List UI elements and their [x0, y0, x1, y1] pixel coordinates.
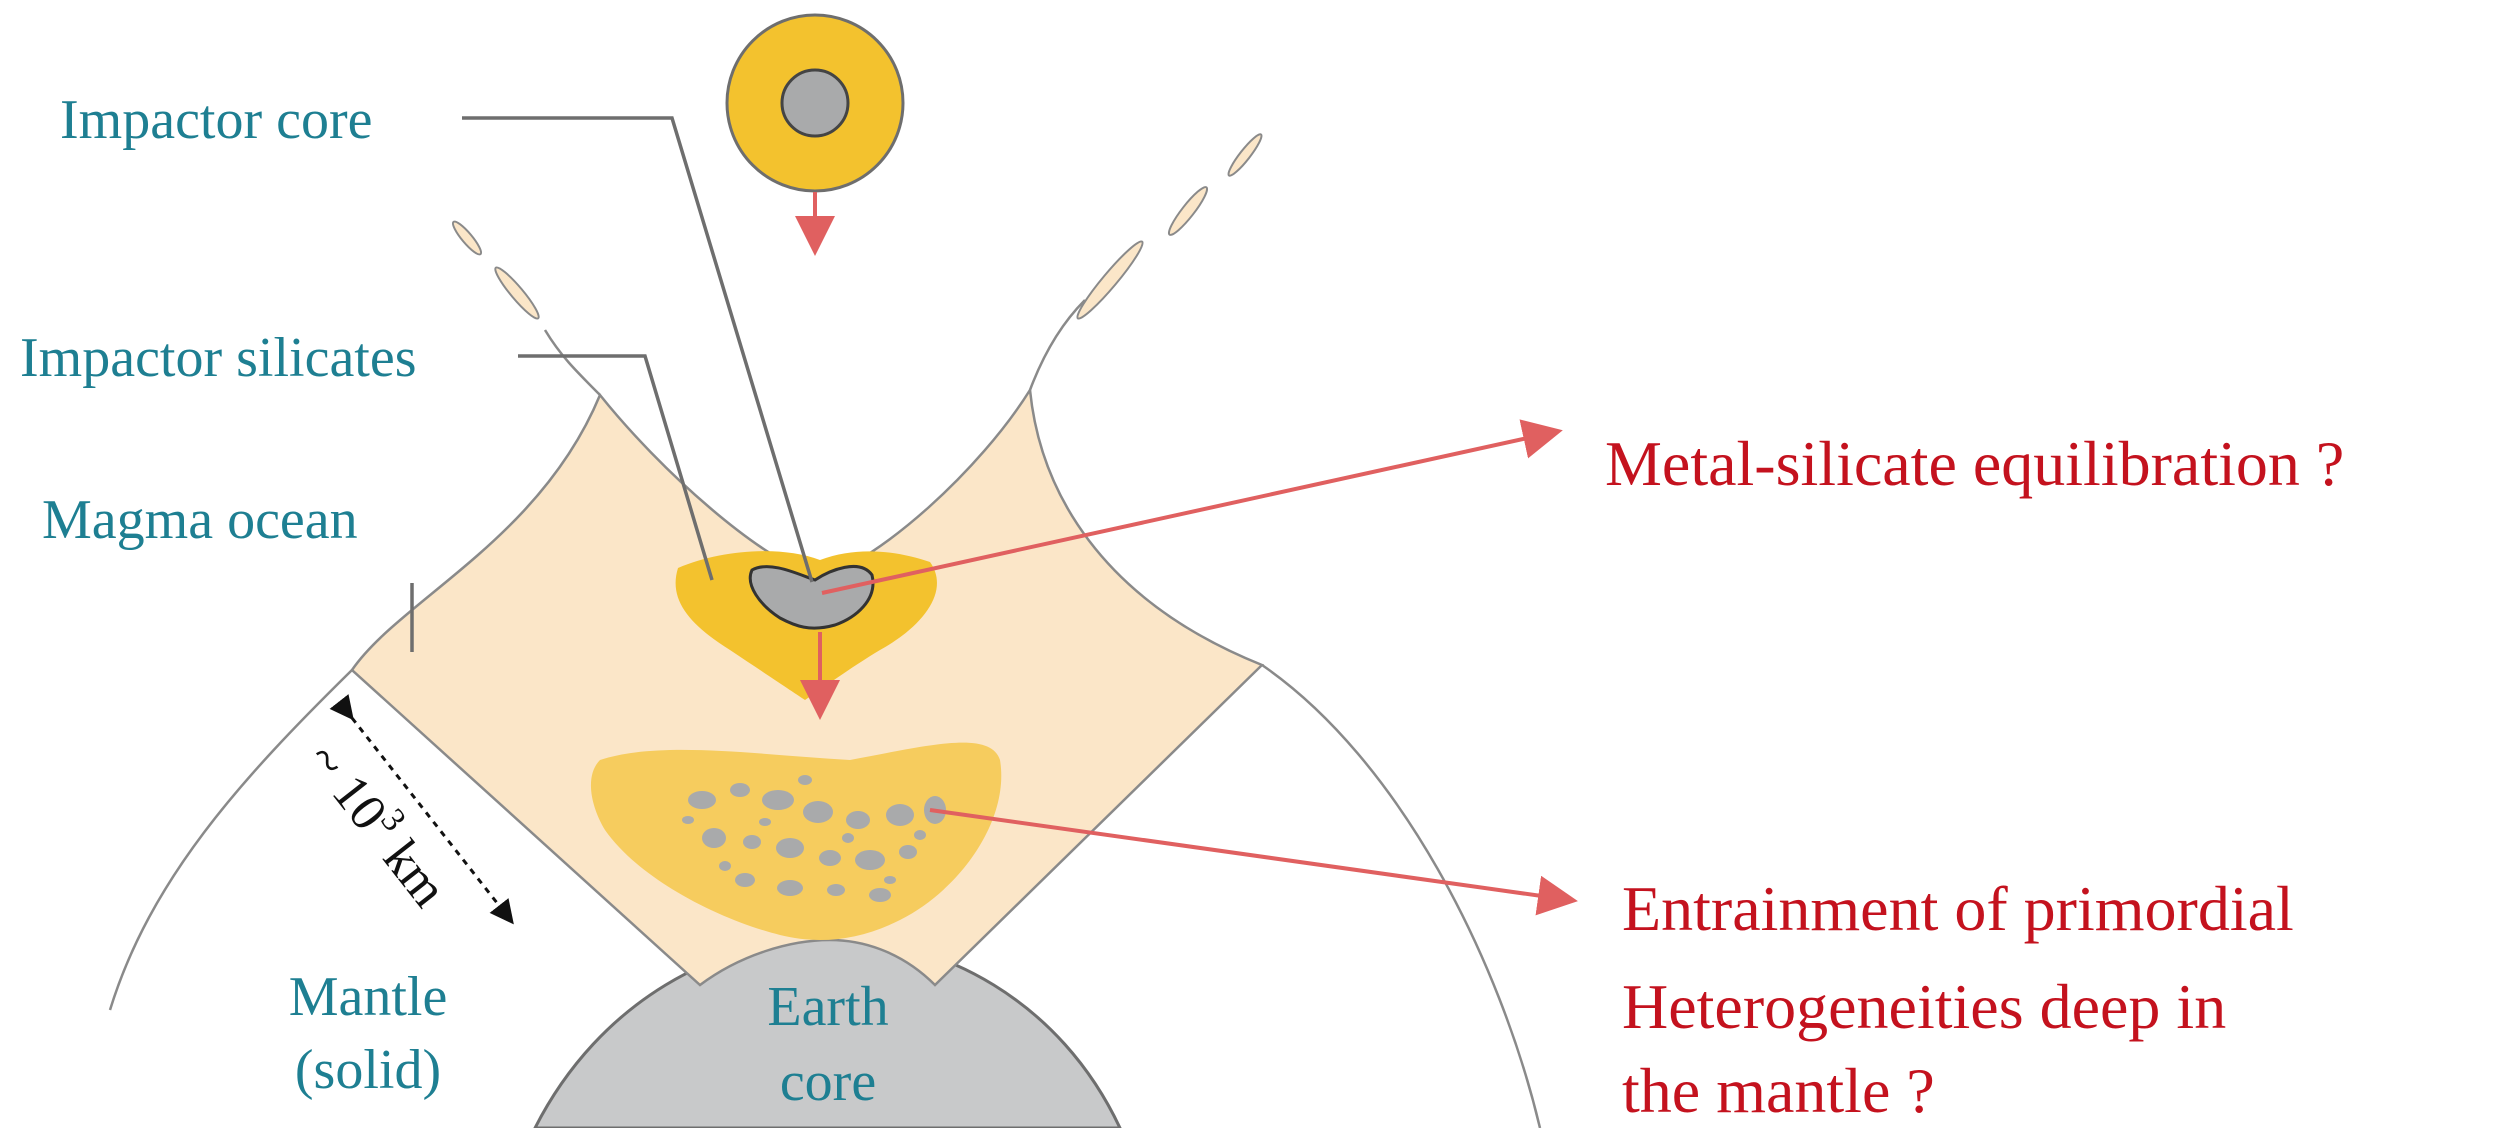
earth-core-label-line2: core	[780, 1051, 876, 1113]
magma-ocean-label: Magma ocean	[42, 489, 358, 551]
crater-wall-right	[1030, 300, 1085, 390]
impactor-silicates-label: Impactor silicates	[20, 327, 417, 389]
earth-core-label-line1: Earth	[767, 976, 888, 1038]
impactor-core-label: Impactor core	[60, 89, 372, 151]
entrainment-question-line3: the mantle ?	[1622, 1055, 1935, 1126]
svg-text:~ 103km: ~ 103km	[296, 729, 463, 918]
crater-wall-left	[545, 330, 600, 395]
equilibration-question: Metal-silicate equilibration ?	[1605, 428, 2344, 499]
scale-unit: km	[372, 830, 458, 917]
mantle-outline-left	[110, 670, 352, 1010]
entrainment-question-line2: Heterogeneities deep in	[1622, 971, 2226, 1042]
entrainment-question-line1: Entrainment of primordial	[1622, 873, 2294, 944]
impactor-circle-icon	[727, 15, 903, 191]
mantle-label-line1: Mantle	[289, 966, 448, 1028]
mantle-label-line2: (solid)	[295, 1039, 441, 1101]
scale-label: ~ 103km	[296, 729, 463, 918]
mantle-outline-right	[1262, 665, 1540, 1128]
